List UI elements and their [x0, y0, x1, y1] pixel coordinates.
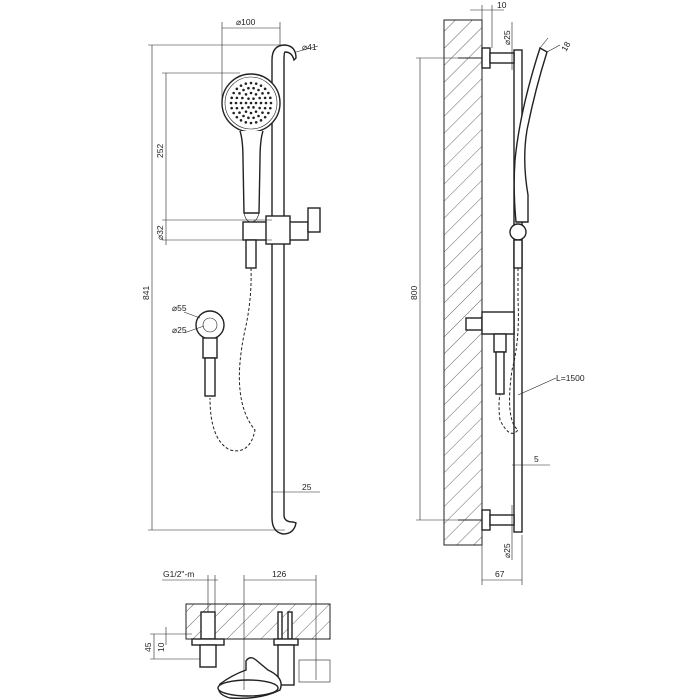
- nozzle: [263, 115, 267, 119]
- dim-hose-length: L=1500: [556, 373, 585, 383]
- nozzle: [269, 106, 272, 110]
- dim-head-height: 252: [155, 144, 165, 158]
- nozzle: [249, 91, 253, 95]
- nozzle: [263, 96, 267, 100]
- nozzle: [244, 121, 248, 124]
- nozzle: [254, 82, 258, 85]
- dim-clearance: 5: [534, 454, 539, 464]
- dim-head-diameter: ⌀100: [236, 17, 256, 27]
- nozzle: [239, 101, 243, 105]
- nozzle: [230, 96, 233, 100]
- nozzle: [232, 91, 235, 95]
- nozzle: [239, 84, 243, 87]
- dim-bend-diameter: ⌀41: [302, 42, 317, 52]
- nozzle: [254, 121, 258, 124]
- nozzle: [249, 111, 253, 115]
- plan-view: G1/2"-m 126 45 10: [143, 569, 331, 700]
- dim-projection: 67: [495, 569, 505, 579]
- nozzle: [252, 86, 255, 90]
- hose: [209, 267, 256, 452]
- nozzle: [257, 88, 260, 92]
- nozzle: [229, 101, 233, 105]
- nozzle: [239, 119, 243, 122]
- nozzle: [235, 115, 239, 119]
- dim-elbow-outer: ⌀55: [172, 303, 187, 313]
- nozzle: [259, 101, 263, 105]
- nozzle: [261, 92, 264, 95]
- dim-bar-offset: 25: [302, 482, 312, 492]
- side-hose: [498, 268, 519, 434]
- nozzle: [263, 87, 267, 91]
- nozzle: [249, 81, 253, 85]
- nozzle: [249, 101, 253, 105]
- nozzle: [252, 116, 255, 120]
- nozzle: [244, 110, 248, 113]
- nozzle: [252, 97, 255, 100]
- nozzle: [230, 106, 233, 110]
- dim-bar-diameter: ⌀32: [155, 225, 165, 240]
- nozzle: [247, 116, 250, 120]
- dim-handset-thickness: 18: [559, 40, 573, 53]
- nozzle: [241, 106, 244, 110]
- nozzle: [264, 101, 268, 105]
- front-view: ⌀100 ⌀41 252 ⌀32 841 ⌀55 ⌀25 25: [141, 17, 321, 535]
- dim-depth: 126: [272, 569, 286, 579]
- nozzle: [254, 110, 258, 113]
- nozzle: [254, 93, 258, 96]
- nozzle: [247, 97, 250, 100]
- wall-section: [443, 19, 483, 546]
- nozzle: [244, 82, 248, 85]
- nozzle: [244, 101, 248, 105]
- wall-brackets: [458, 47, 515, 531]
- dim-height: 45: [143, 642, 153, 652]
- nozzle: [257, 114, 260, 118]
- nozzle: [269, 96, 272, 100]
- dim-bracket-spacing: 800: [409, 286, 419, 300]
- nozzle: [242, 88, 245, 92]
- nozzle: [235, 96, 239, 100]
- nozzle: [247, 106, 250, 109]
- nozzle: [235, 87, 239, 91]
- dim-elbow-inner: ⌀25: [172, 325, 187, 335]
- slide-bar: [271, 44, 297, 535]
- side-view: 10 ⌀25 18 800 L=1500 5 ⌀25 67: [409, 0, 585, 585]
- nozzle: [244, 93, 248, 96]
- dim-wall-offset: 10: [497, 0, 507, 10]
- nozzle: [261, 111, 264, 114]
- dim-bracket-diameter-bottom: ⌀25: [502, 543, 512, 558]
- nozzle: [258, 96, 261, 100]
- dim-flange: 10: [156, 642, 166, 652]
- nozzle: [267, 111, 270, 115]
- nozzle: [269, 101, 273, 105]
- nozzle: [267, 91, 270, 95]
- nozzle: [232, 111, 235, 115]
- nozzle: [238, 92, 241, 95]
- nozzle: [235, 106, 239, 110]
- front-dimensions: [148, 22, 320, 531]
- dim-bracket-diameter-top: ⌀25: [502, 30, 512, 45]
- nozzle: [259, 119, 263, 122]
- nozzle: [249, 121, 253, 125]
- nozzle: [259, 84, 263, 87]
- hand-shower-head: [221, 73, 281, 223]
- dim-overall-height: 841: [141, 286, 151, 300]
- nozzle: [242, 114, 245, 118]
- nozzle: [252, 106, 255, 109]
- nozzle: [241, 96, 244, 100]
- side-dimensions: [416, 5, 561, 585]
- nozzle: [247, 86, 250, 90]
- dim-thread: G1/2"-m: [163, 569, 194, 579]
- wall-elbow: [195, 310, 225, 397]
- nozzle: [263, 106, 267, 110]
- nozzle: [234, 101, 238, 105]
- nozzle: [254, 101, 258, 105]
- nozzle: [258, 106, 261, 110]
- nozzle: [238, 111, 241, 114]
- side-handset: [509, 46, 548, 269]
